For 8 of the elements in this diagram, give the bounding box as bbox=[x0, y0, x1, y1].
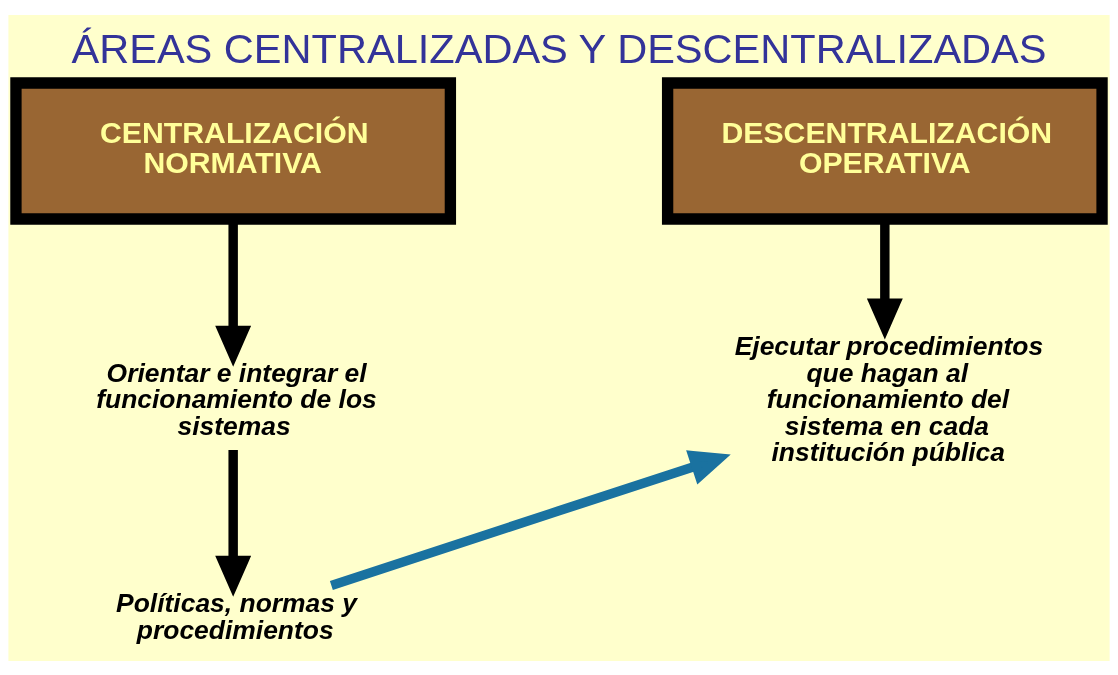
node-box: CENTRALIZACIÓN NORMATIVA bbox=[10, 76, 457, 225]
node-text: Orientar e integrar el funcionamiento de los sistemas bbox=[96, 357, 377, 441]
node-text: Ejecutar procedimientos que hagan al funcionamiento del sistema en cada institución pública bbox=[734, 330, 1044, 467]
node-box: DESCENTRALIZACIÓN OPERATIVA bbox=[661, 76, 1108, 225]
arrow bbox=[329, 449, 731, 590]
diagram-title: ÁREAS CENTRALIZADAS Y DESCENTRALIZADAS bbox=[71, 24, 1047, 72]
node-text: Políticas, normas y procedimientos bbox=[116, 587, 358, 645]
arrow bbox=[215, 449, 252, 597]
